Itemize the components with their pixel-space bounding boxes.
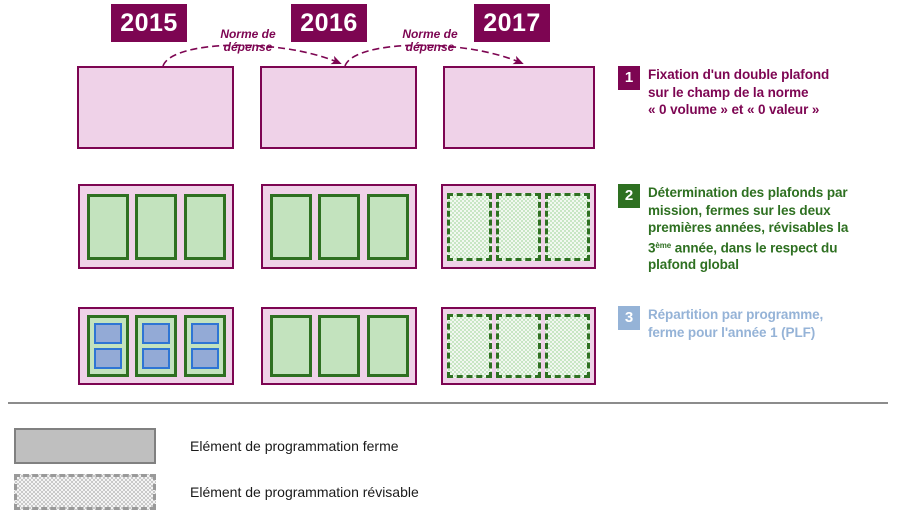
annotation-badge-1: 1 bbox=[618, 66, 640, 90]
annotation-text-2: Détermination des plafonds par mission, … bbox=[648, 184, 848, 274]
mission-cell bbox=[86, 315, 129, 377]
mission-group-2016 bbox=[261, 184, 417, 269]
norme-de-depense-label-2: Norme de dépense bbox=[370, 28, 490, 54]
programme-square bbox=[142, 322, 170, 344]
annotation-line: mission, fermes sur les deux bbox=[648, 202, 831, 218]
annotation-line-superscript: 3ème année, dans le respect du bbox=[648, 239, 838, 255]
mission-cell bbox=[183, 193, 226, 260]
programme-square bbox=[93, 322, 122, 344]
mission-group-2017 bbox=[441, 184, 596, 269]
annotation-badge-2: 2 bbox=[618, 184, 640, 208]
mission-cell bbox=[366, 315, 409, 377]
annotation-line: ferme pour l'année 1 (PLF) bbox=[648, 324, 816, 340]
annotation-item-3: 3 Répartition par programme, ferme pour … bbox=[618, 306, 823, 341]
mission-cell-revisable bbox=[545, 314, 590, 378]
key-row-revisable: Elément de programmation révisable bbox=[14, 474, 419, 510]
key-swatch-ferme bbox=[14, 428, 156, 464]
norme-label-line-1: Norme de bbox=[402, 27, 458, 41]
norme-label-line-1: Norme de bbox=[220, 27, 276, 41]
ceiling-block-2015 bbox=[77, 66, 234, 149]
year-label-2016: 2016 bbox=[291, 4, 367, 42]
annotation-line: Détermination des plafonds par bbox=[648, 185, 848, 200]
ceiling-block-2017 bbox=[443, 66, 595, 149]
norme-label-line-2: dépense bbox=[405, 40, 455, 54]
key-label-revisable: Elément de programmation révisable bbox=[190, 484, 419, 500]
programme-group-2017 bbox=[441, 307, 596, 385]
mission-cell bbox=[86, 193, 129, 260]
mission-cell-revisable bbox=[545, 192, 590, 261]
mission-cell bbox=[318, 193, 360, 260]
key-row-ferme: Elément de programmation ferme bbox=[14, 428, 399, 464]
annotation-badge-3: 3 bbox=[618, 306, 640, 330]
year-label-2017: 2017 bbox=[474, 4, 550, 42]
norme-label-line-2: dépense bbox=[223, 40, 273, 54]
mission-cell bbox=[135, 315, 177, 377]
annotation-line: plafond global bbox=[648, 257, 739, 273]
annotation-line: sur le champ de la norme bbox=[648, 84, 809, 100]
ceiling-block-2016 bbox=[260, 66, 417, 149]
mission-cell-revisable bbox=[447, 314, 492, 378]
annotation-line: premières années, révisables la bbox=[648, 220, 849, 235]
annotation-line: Répartition par programme, bbox=[648, 307, 824, 322]
annotation-line: « 0 volume » et « 0 valeur » bbox=[648, 102, 820, 117]
mission-cell bbox=[135, 193, 177, 260]
mission-cell-revisable bbox=[496, 314, 541, 378]
section-divider bbox=[8, 402, 888, 404]
ordinal-suffix: ème bbox=[655, 240, 672, 250]
mission-cell bbox=[183, 315, 226, 377]
programme-square bbox=[190, 322, 219, 344]
key-label-ferme: Elément de programmation ferme bbox=[190, 438, 399, 454]
programme-square bbox=[190, 348, 219, 370]
mission-cell-revisable bbox=[496, 192, 541, 261]
mission-group-2015 bbox=[78, 184, 234, 269]
programme-group-2015 bbox=[78, 307, 234, 385]
annotation-line: Fixation d'un double plafond bbox=[648, 67, 830, 82]
mission-cell-revisable bbox=[447, 192, 492, 261]
annotation-text-1: Fixation d'un double plafond sur le cham… bbox=[648, 66, 829, 119]
year-label-2015: 2015 bbox=[111, 4, 187, 42]
mission-cell bbox=[366, 193, 409, 260]
programme-square bbox=[93, 348, 122, 370]
programme-square bbox=[142, 348, 170, 370]
annotation-text-3: Répartition par programme, ferme pour l'… bbox=[648, 306, 823, 341]
annotation-item-1: 1 Fixation d'un double plafond sur le ch… bbox=[618, 66, 829, 119]
annotation-item-2: 2 Détermination des plafonds par mission… bbox=[618, 184, 848, 274]
key-swatch-revisable bbox=[14, 474, 156, 510]
mission-cell bbox=[269, 315, 312, 377]
programme-group-2016 bbox=[261, 307, 417, 385]
mission-cell bbox=[318, 315, 360, 377]
mission-cell bbox=[269, 193, 312, 260]
norme-de-depense-label-1: Norme de dépense bbox=[188, 28, 308, 54]
